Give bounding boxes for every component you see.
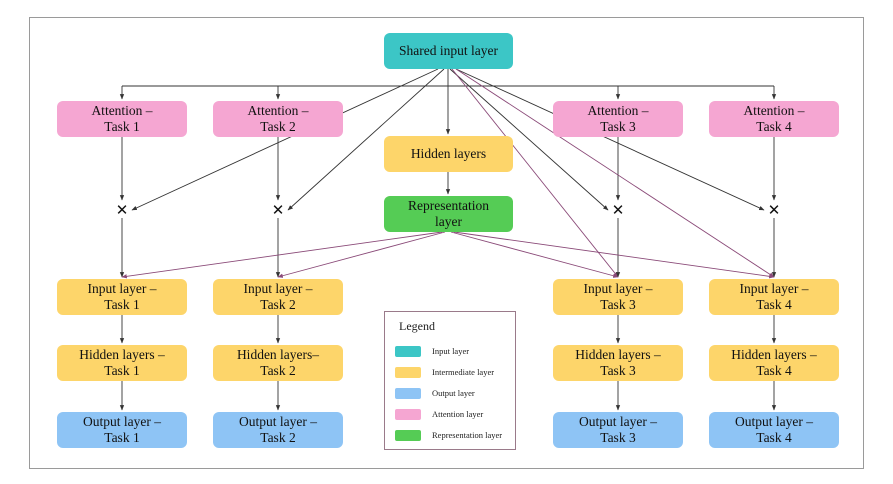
hidden-layers-task-2-node: Hidden layers– Task 2 (213, 345, 343, 381)
input-layer-task-3-node: Input layer – Task 3 (553, 279, 683, 315)
output-layer-task-1-node: Output layer – Task 1 (57, 412, 187, 448)
legend-swatch-attention (395, 408, 421, 420)
attention-task-2-node: Attention – Task 2 (213, 101, 343, 137)
edge-input-to-mult-4 (455, 68, 765, 211)
legend-item-representation: Representation layer (395, 428, 502, 442)
legend-label-output: Output layer (432, 388, 475, 398)
edge-repr-to-input-4 (453, 231, 775, 279)
edge-input-to-inputlayer-3 (451, 68, 619, 278)
legend-label-attention: Attention layer (432, 409, 484, 419)
multiply-icon-task-1: ✕ (115, 201, 129, 219)
legend-swatch-input (395, 345, 421, 357)
output-layer-task-4-node: Output layer – Task 4 (709, 412, 839, 448)
representation-layer-node: Representation layer (384, 196, 513, 232)
multiply-icon-task-2: ✕ (271, 201, 285, 219)
legend-label-input: Input layer (432, 346, 470, 356)
output-layer-task-2-node: Output layer – Task 2 (213, 412, 343, 448)
attention-task-3-node: Attention – Task 3 (553, 101, 683, 137)
edge-input-to-mult-2 (287, 68, 445, 211)
legend-label-intermediate: Intermediate layer (432, 367, 495, 377)
attention-task-1-node: Attention – Task 1 (57, 101, 187, 137)
legend-swatch-intermediate (395, 366, 421, 378)
edge-repr-to-input-2 (277, 231, 446, 278)
legend-item-intermediate: Intermediate layer (395, 365, 494, 379)
shared-input-layer-node: Shared input layer (384, 33, 513, 69)
input-layer-task-2-node: Input layer – Task 2 (213, 279, 343, 315)
legend-item-input: Input layer (395, 344, 469, 358)
multiply-icon-task-4: ✕ (767, 201, 781, 219)
hidden-layers-task-1-node: Hidden layers – Task 1 (57, 345, 187, 381)
legend-swatch-output (395, 387, 421, 399)
legend-swatch-representation (395, 429, 421, 441)
shared-hidden-layers-node: Hidden layers (384, 136, 513, 172)
multiply-icon-task-3: ✕ (611, 201, 625, 219)
hidden-layers-task-3-node: Hidden layers – Task 3 (553, 345, 683, 381)
hidden-layers-task-4-node: Hidden layers – Task 4 (709, 345, 839, 381)
legend-item-output: Output layer (395, 386, 475, 400)
attention-task-4-node: Attention – Task 4 (709, 101, 839, 137)
legend-box: Legend Input layer Intermediate layer Ou… (384, 311, 516, 450)
input-layer-task-4-node: Input layer – Task 4 (709, 279, 839, 315)
legend-item-attention: Attention layer (395, 407, 483, 421)
edge-input-to-mult-3 (449, 68, 609, 211)
edge-repr-to-input-3 (450, 231, 619, 278)
legend-title: Legend (399, 319, 435, 333)
input-layer-task-1-node: Input layer – Task 1 (57, 279, 187, 315)
edge-input-to-inputlayer-4 (455, 68, 775, 278)
edge-repr-to-input-1 (121, 231, 443, 279)
edge-input-to-mult-1 (131, 68, 439, 211)
legend-label-representation: Representation layer (432, 430, 503, 440)
output-layer-task-3-node: Output layer – Task 3 (553, 412, 683, 448)
